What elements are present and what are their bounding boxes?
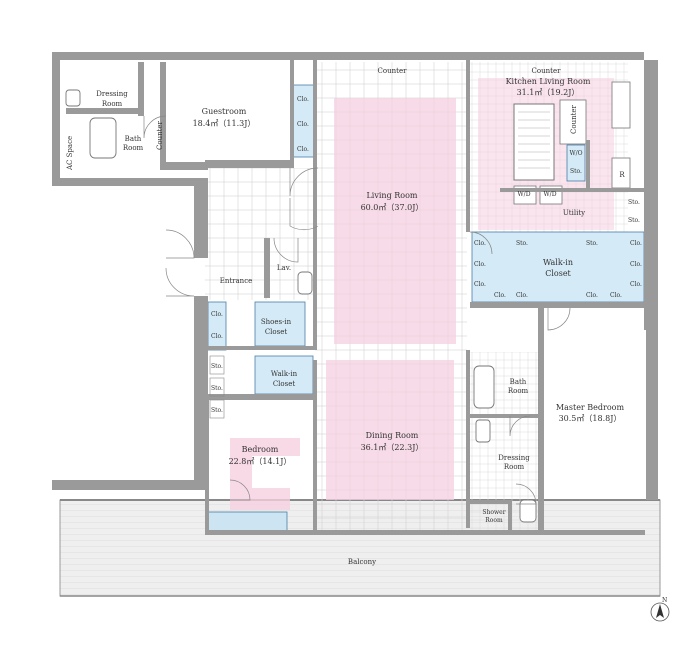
clo-wic-2: Clo. <box>474 261 486 268</box>
label-dressing-master: Dressing <box>498 454 530 462</box>
r-label: R <box>619 171 625 179</box>
label-ac-space: AC Space <box>66 136 74 171</box>
label-dressing-top: Dressing <box>96 90 128 98</box>
label-utility: Utility <box>563 209 585 217</box>
label-bath-master: Bath <box>510 378 527 386</box>
label-shoes-in-2: Closet <box>265 328 288 336</box>
label-counter-top-left: Counter <box>378 67 408 75</box>
sto-bed-2: Sto. <box>211 385 223 392</box>
label-guestroom: Guestroom <box>202 107 247 116</box>
sto-wic-1: Sto. <box>516 240 528 247</box>
label-living: Living Room <box>366 191 417 200</box>
label-bath-master-2: Room <box>508 387 529 395</box>
wd-2: W/D <box>544 191 557 198</box>
label-bath-top-2: Room <box>123 144 144 152</box>
sto-utility-2: Sto. <box>628 217 640 224</box>
label-walkin-bed-2: Closet <box>273 380 296 388</box>
clo-guest-1: Clo. <box>297 96 309 103</box>
wo-label: W/O <box>569 150 582 157</box>
label-dressing-master-2: Room <box>504 463 525 471</box>
label-shoes-in: Shoes-in <box>261 318 292 326</box>
label-counter-guest: Counter <box>156 120 164 150</box>
label-walkin-bed: Walk-in <box>271 370 298 378</box>
label-balcony: Balcony <box>348 558 376 566</box>
clo-entry-1: Clo. <box>211 311 223 318</box>
sto-bed-1: Sto. <box>211 363 223 370</box>
label-dining: Dining Room <box>366 431 419 440</box>
label-kitchen-living-area: 31.1㎡（19.2J） <box>517 88 580 97</box>
label-lav: Lav. <box>277 264 291 272</box>
clo-guest-2: Clo. <box>297 121 309 128</box>
label-entrance: Entrance <box>220 277 253 285</box>
wd-1: W/D <box>518 191 531 198</box>
compass-icon: N <box>650 597 670 622</box>
storage-labels: Clo. Clo. Clo. W/O Sto. R W/D W/D Sto. S… <box>211 96 642 414</box>
clo-guest-3: Clo. <box>297 146 309 153</box>
storage-boxes <box>209 355 225 419</box>
label-walkin-main-2: Closet <box>545 269 571 278</box>
label-guestroom-area: 18.4㎡（11.3J） <box>193 119 256 128</box>
clo-wic-5: Clo. <box>630 261 642 268</box>
clo-wic-1: Clo. <box>474 240 486 247</box>
clo-wic-3: Clo. <box>474 281 486 288</box>
compass-label: N <box>662 597 667 604</box>
doors <box>143 115 571 505</box>
label-shower-2: Room <box>485 517 503 524</box>
label-living-area: 60.0㎡（37.0J） <box>361 203 424 212</box>
clo-entry-2: Clo. <box>211 333 223 340</box>
walls <box>52 52 658 535</box>
label-counter-kitchen: Counter <box>570 104 578 134</box>
label-dressing-top-2: Room <box>102 100 123 108</box>
label-master-bedroom-area: 30.5㎡（18.8J） <box>559 414 622 423</box>
closets <box>206 84 645 535</box>
label-shower: Shower <box>482 509 505 516</box>
label-master-bedroom: Master Bedroom <box>556 403 625 412</box>
sto-utility-1: Sto. <box>628 199 640 206</box>
label-bedroom-area: 22.8㎡（14.1J） <box>229 457 292 466</box>
clo-wic-10: Clo. <box>610 292 622 299</box>
clo-wic-6: Clo. <box>630 281 642 288</box>
fixtures <box>65 89 537 523</box>
floor-heating <box>230 78 614 510</box>
clo-wic-8: Clo. <box>516 292 528 299</box>
label-dining-area: 36.1㎡（22.3J） <box>361 443 424 452</box>
label-bath-top: Bath <box>125 135 142 143</box>
clo-wic-4: Clo. <box>630 240 642 247</box>
clo-wic-7: Clo. <box>494 292 506 299</box>
clo-wic-9: Clo. <box>586 292 598 299</box>
room-labels: Counter Counter Dressing Room Bath Room … <box>66 67 624 566</box>
sto-wic-2: Sto. <box>586 240 598 247</box>
label-kitchen-living: Kitchen Living Room <box>506 77 591 86</box>
sto-bed-3: Sto. <box>211 407 223 414</box>
label-walkin-main: Walk-in <box>543 258 573 267</box>
label-counter-top-right: Counter <box>532 67 562 75</box>
sto-kitchen: Sto. <box>570 168 582 175</box>
label-bedroom: Bedroom <box>242 445 279 454</box>
